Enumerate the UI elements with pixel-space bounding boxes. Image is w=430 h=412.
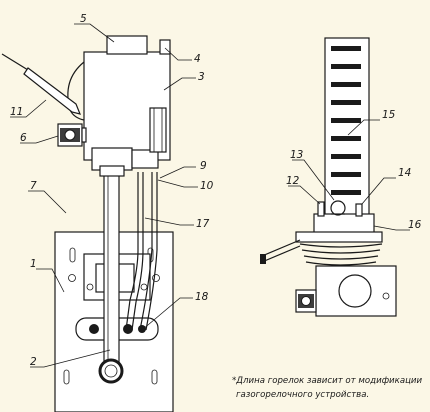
bracket-hole-left [86,283,94,291]
plate-slot-top-left [69,247,76,263]
callout-13: 13 [290,149,303,161]
callout-10: 10 [200,180,214,192]
valve-outlet-nut [99,165,125,177]
pilot-supply-tube [261,239,301,257]
leader-lines [10,23,410,368]
callout-18: 18 [195,291,209,303]
thermostat-sensor-bulb [23,67,81,115]
burner-spiral [299,243,383,266]
burner-outlet [98,358,124,384]
callout-1: 1 [30,258,37,270]
callout-9: 9 [200,160,207,172]
callout-14: 14 [398,167,411,179]
electrode-12 [317,201,325,217]
burner-cap-16 [295,231,383,243]
burner-valve-box [315,265,397,317]
callout-labels: 5 4 3 11 6 9 10 7 17 1 18 2 13 12 15 14 … [10,13,422,368]
burner-valve-screw [382,292,390,300]
valve-side-stub [131,149,159,169]
callout-5: 5 [80,13,87,25]
burner-tube [103,171,120,368]
callout-7: 7 [30,180,37,192]
callout-3: 3 [198,71,205,83]
plate-hole-top-right [152,274,160,282]
callout-6: 6 [20,132,27,144]
footnote: *Длина горелок зависит от модификации га… [232,376,423,400]
bracket-hole-right [140,283,148,291]
footnote-line-1: *Длина горелок зависит от модификации [232,376,423,386]
plate-slot-right [151,369,158,385]
callout-16: 16 [408,219,422,231]
left-assembly [1,35,174,412]
footnote-line-2: газогорелочного устройства. [236,390,369,400]
pilot-burner-13 [330,200,346,216]
right-assembly [260,37,397,317]
valve-right-column [149,107,167,153]
deflector-slots [331,46,361,195]
callout-12: 12 [286,175,300,187]
callout-17: 17 [196,218,210,230]
plate-hole-top-left [68,274,76,282]
plate-slot-left [63,369,70,385]
pilot-tube [125,172,139,331]
thermocouple-14 [355,203,363,217]
callout-4: 4 [194,53,201,65]
ignition-button-4 [159,39,171,55]
callout-15: 15 [382,109,396,121]
valve-knob-5 [106,35,148,55]
burner-valve-port [338,274,372,308]
callout-2: 2 [30,356,37,368]
callout-11: 11 [10,106,23,118]
thermocouple-line [139,172,153,331]
